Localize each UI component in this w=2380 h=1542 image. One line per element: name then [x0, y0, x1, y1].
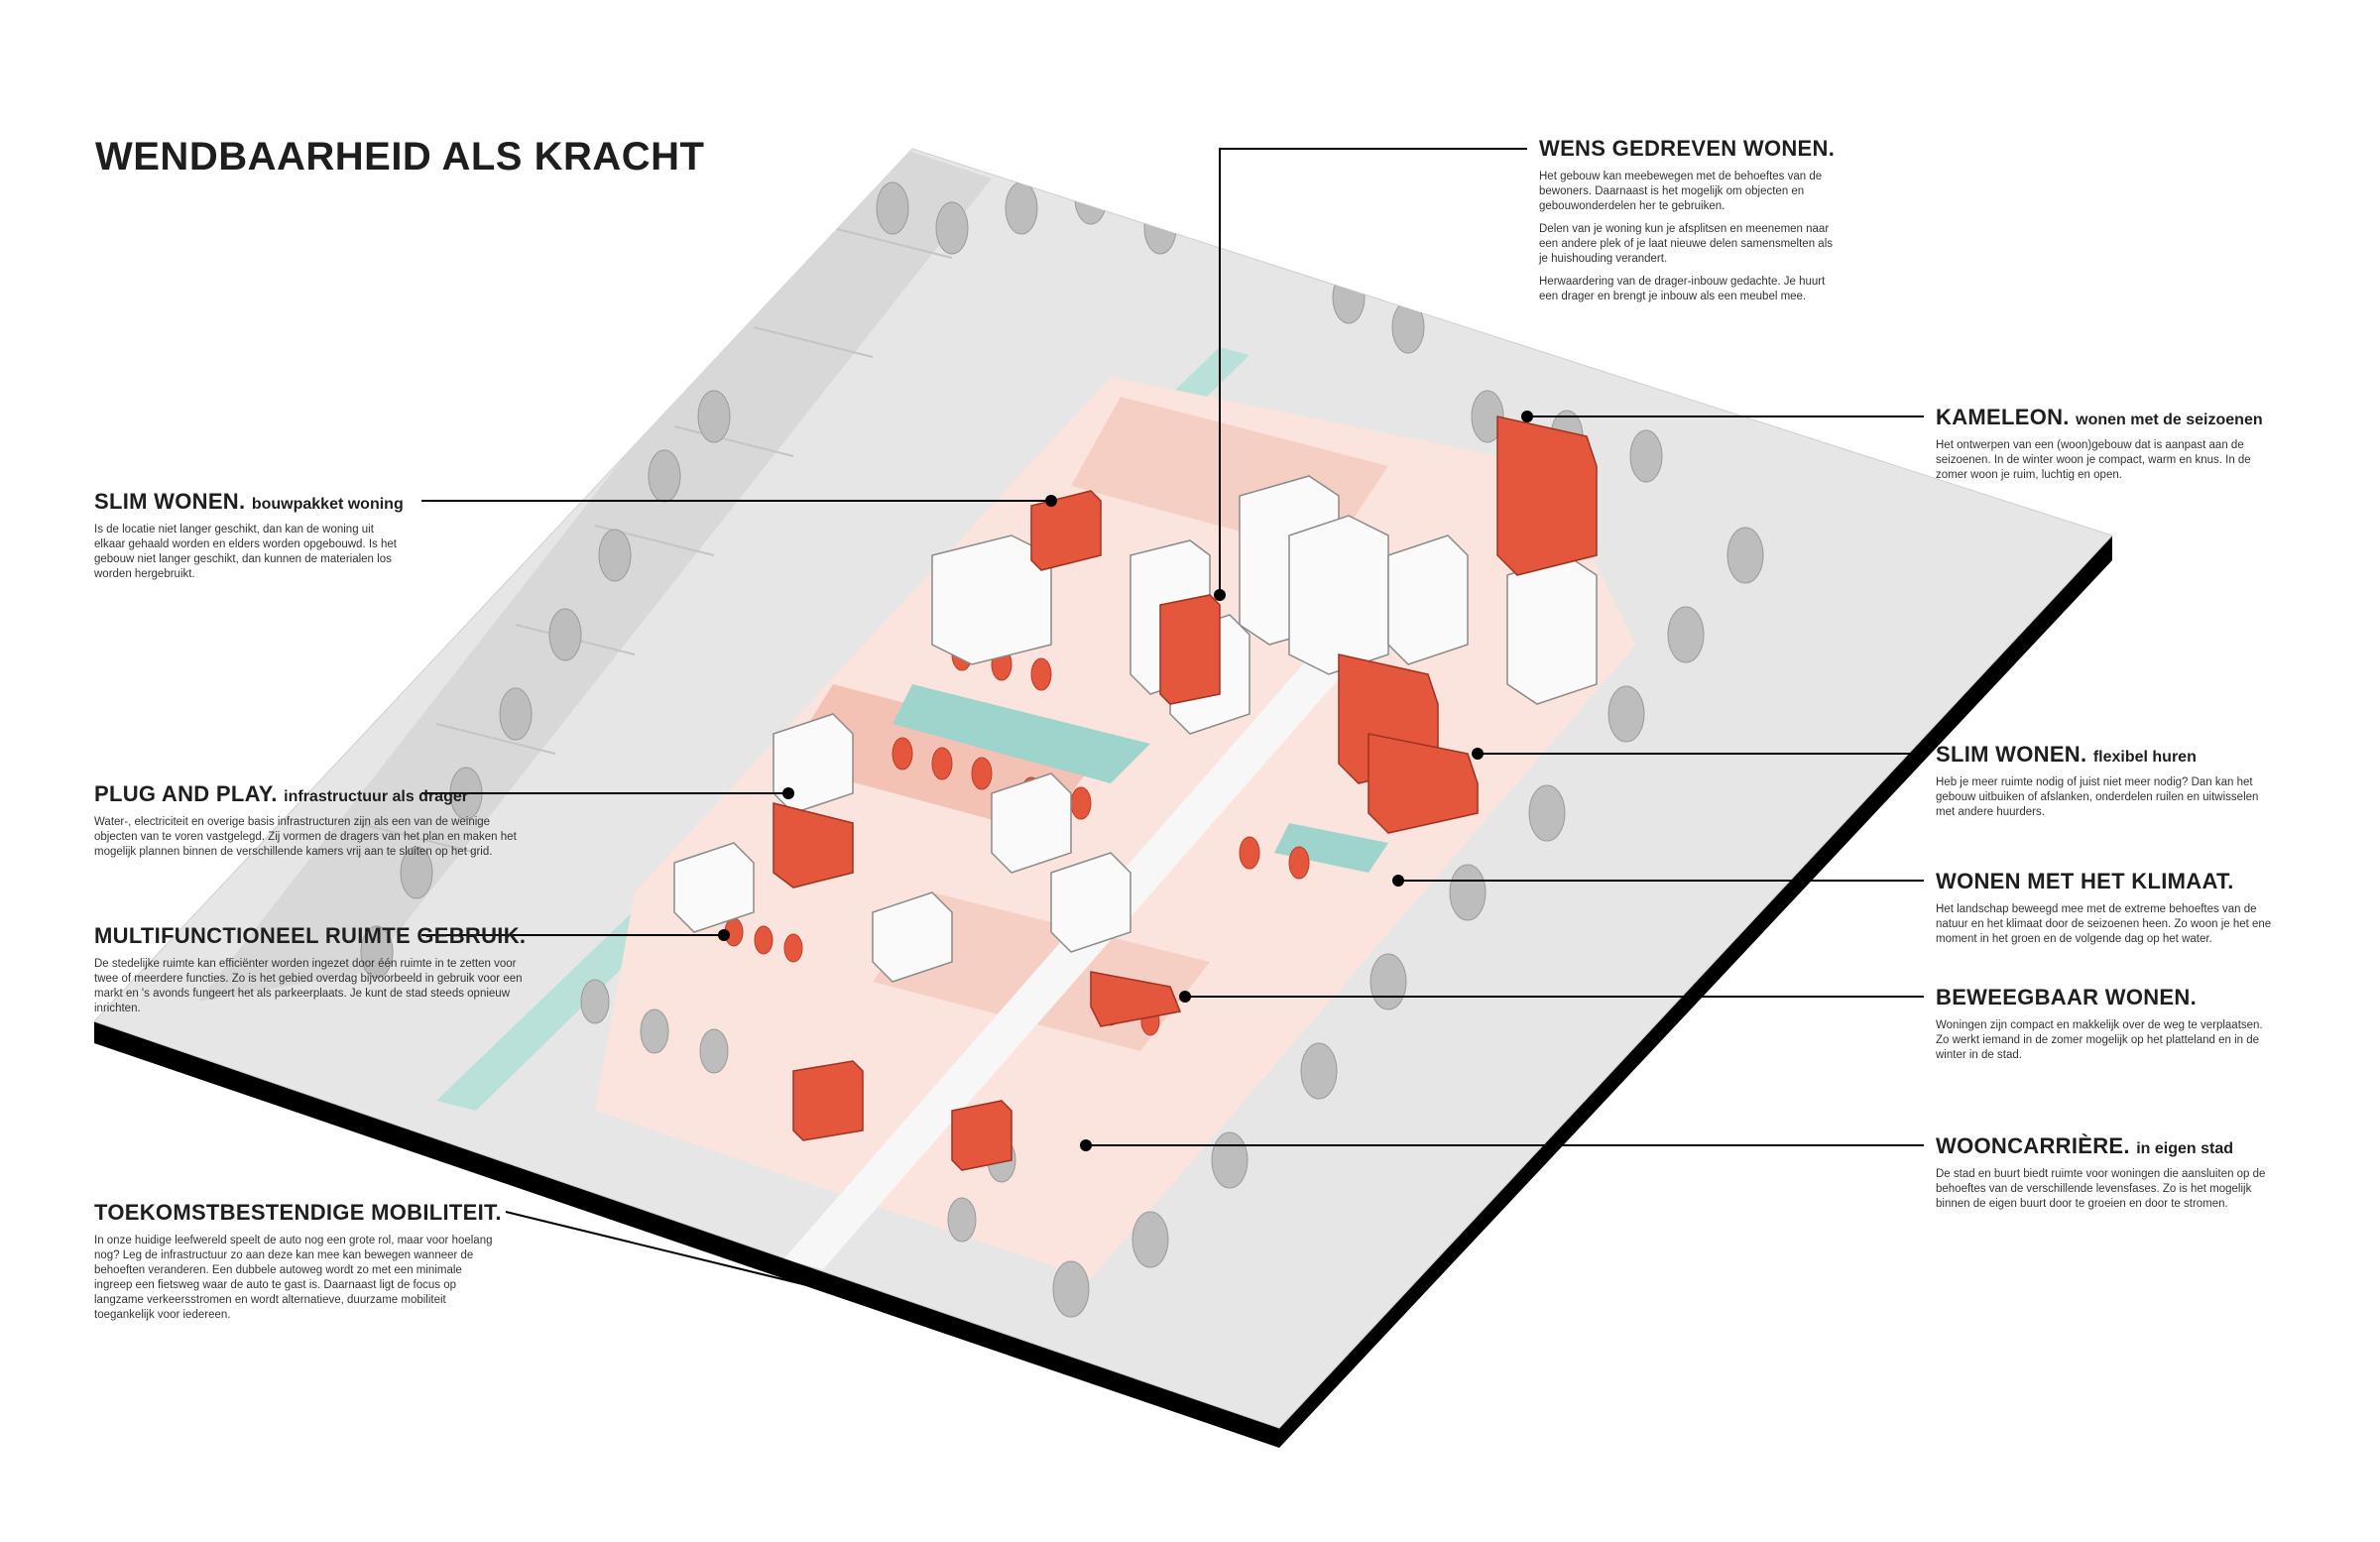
annotation-mobiliteit: TOEKOMSTBESTENDIGE MOBILITEIT. In onze h… — [94, 1200, 501, 1323]
annotation-text: Het landschap beweegd mee met de extreme… — [1936, 903, 2272, 945]
pond-1 — [892, 684, 1150, 783]
annotation-text: Het gebouw kan meebewegen met de behoeft… — [1539, 171, 1823, 212]
annotation-text: Is de locatie niet langer geschikt, dan … — [94, 524, 397, 580]
annotation-slim-wonen-flexibel: SLIM WONEN. flexibel huren Heb je meer r… — [1936, 742, 2273, 820]
annotation-plug-and-play: PLUG AND PLAY. infrastructuur als drager… — [94, 781, 531, 860]
annotation-title: SLIM WONEN. bouwpakket woning — [94, 489, 404, 514]
annotation-text: Water-, electriciteit en overige basis i… — [94, 816, 517, 858]
annotation-text: Het ontwerpen van een (woon)gebouw dat i… — [1936, 439, 2251, 481]
annotation-slim-wonen-bouwpakket: SLIM WONEN. bouwpakket woning Is de loca… — [94, 489, 404, 582]
annotation-title: SLIM WONEN. flexibel huren — [1936, 742, 2197, 767]
annotation-title: WENS GEDREVEN WONEN. — [1539, 136, 1836, 161]
pond-2 — [1274, 823, 1388, 873]
page-title: WENDBAARHEID ALS KRACHT — [95, 135, 705, 178]
annotation-beweegbaar-wonen: BEWEEGBAAR WONEN. Woningen zijn compact … — [1936, 985, 2273, 1063]
connector-dots — [718, 411, 1533, 1151]
annotation-text: De stad en buurt biedt ruimte voor wonin… — [1936, 1168, 2266, 1210]
annotation-title: TOEKOMSTBESTENDIGE MOBILITEIT. — [94, 1200, 502, 1225]
annotation-title: PLUG AND PLAY. infrastructuur als drager — [94, 781, 468, 806]
annotation-text: De stedelijke ruimte kan efficiënter wor… — [94, 958, 523, 1014]
annotation-title: BEWEEGBAAR WONEN. — [1936, 985, 2197, 1009]
annotation-title: WONEN MET HET KLIMAAT. — [1936, 869, 2234, 893]
annotation-text: Heb je meer ruimte nodig of juist niet m… — [1936, 776, 2259, 818]
annotation-wens-gedreven-wonen: WENS GEDREVEN WONEN. Het gebouw kan meeb… — [1539, 136, 1837, 304]
annotation-text: Delen van je woning kun je afsplitsen en… — [1539, 223, 1833, 265]
annotation-title: KAMELEON. wonen met de seizoenen — [1936, 405, 2263, 429]
annotation-wooncarriere: WOONCARRIÈRE. in eigen stad De stad en b… — [1936, 1133, 2273, 1212]
annotation-multifunctioneel: MULTIFUNCTIONEEL RUIMTE GEBRUIK. De sted… — [94, 923, 531, 1016]
annotation-text: Woningen zijn compact en makkelijk over … — [1936, 1019, 2263, 1061]
annotation-title: WOONCARRIÈRE. in eigen stad — [1936, 1133, 2234, 1158]
annotation-wonen-met-klimaat: WONEN MET HET KLIMAAT. Het landschap bew… — [1936, 869, 2273, 947]
buildings-orange — [773, 415, 1598, 1171]
farm-fields — [198, 149, 992, 1002]
base-slab — [94, 535, 2112, 1448]
annotation-title: MULTIFUNCTIONEEL RUIMTE GEBRUIK. — [94, 923, 527, 948]
annotation-text: Herwaardering van de drager-inbouw gedac… — [1539, 276, 1826, 302]
connector-lines — [421, 148, 1924, 1290]
annotation-kameleon: KAMELEON. wonen met de seizoenen Het ont… — [1936, 405, 2273, 483]
annotation-text: In onze huidige leefwereld speelt de aut… — [94, 1235, 493, 1321]
